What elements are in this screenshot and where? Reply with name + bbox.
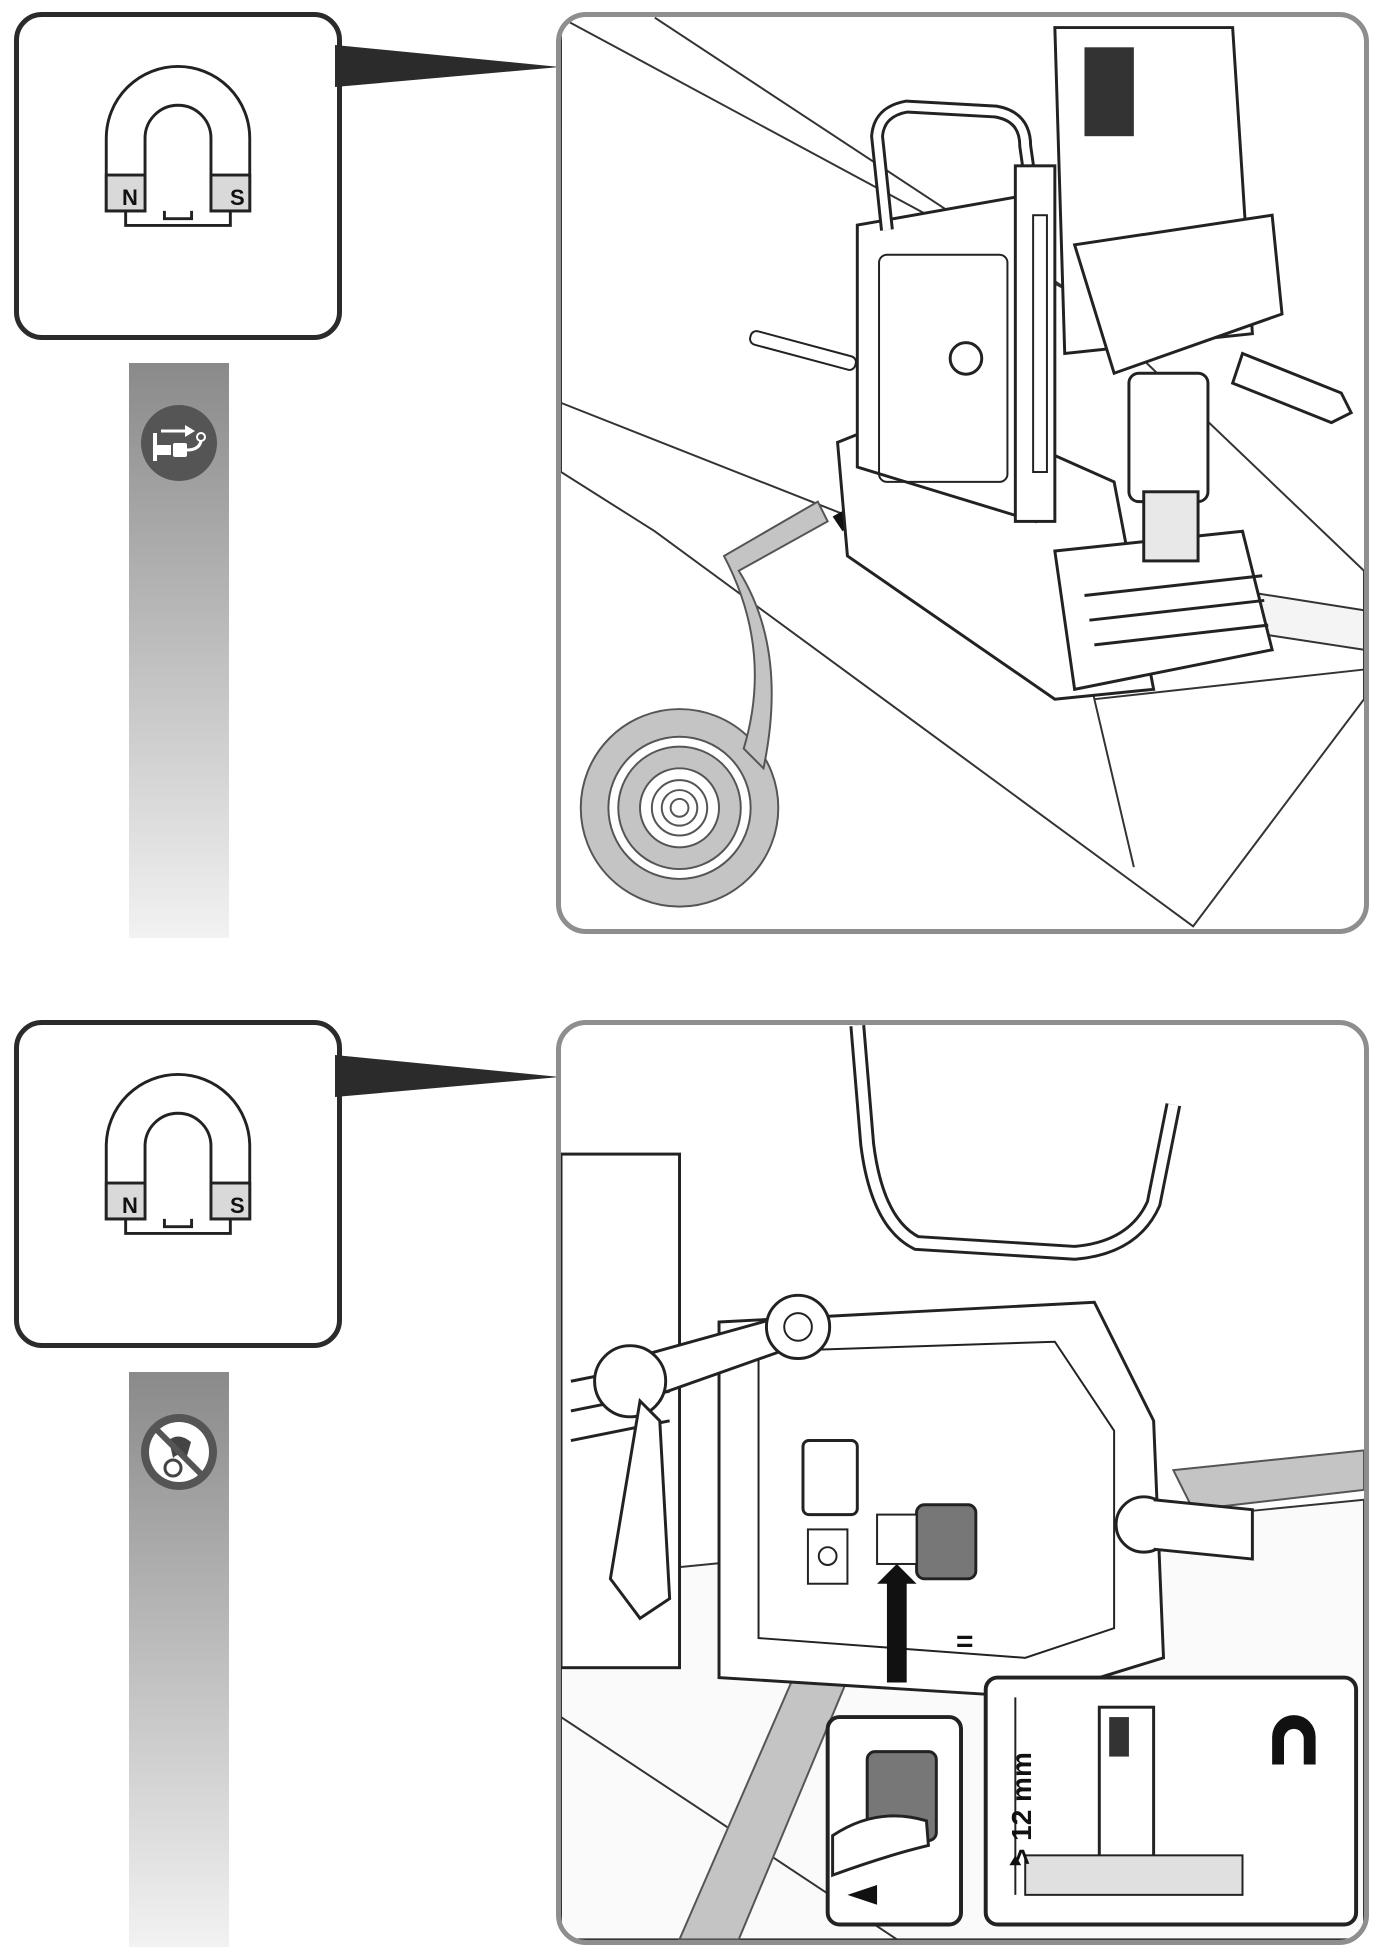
drill-strap-illustration bbox=[561, 17, 1364, 928]
magnet-switch-illustration bbox=[561, 1025, 1364, 1940]
magnet-symbol-box-2: N S bbox=[14, 1020, 342, 1348]
magnet-icon bbox=[104, 1072, 252, 1235]
pole-north-label: N bbox=[122, 1193, 138, 1218]
callout-pointer-2 bbox=[335, 1055, 560, 1097]
pole-north-label: N bbox=[122, 185, 138, 210]
callout-pointer-1 bbox=[335, 45, 560, 87]
pole-south-label: S bbox=[230, 185, 245, 210]
thickness-label: > 12 mm bbox=[1006, 1752, 1037, 1865]
no-hand-contact-icon bbox=[139, 1412, 219, 1492]
unplug-power-icon bbox=[139, 403, 219, 483]
illustration-panel-1 bbox=[556, 12, 1369, 934]
illustration-panel-2: = > 12 mm I bbox=[556, 1020, 1369, 1945]
switch-label: I bbox=[893, 1513, 901, 1543]
magnet-icon bbox=[104, 64, 252, 227]
equals-sign: = bbox=[956, 1625, 974, 1658]
magnet-symbol-box-1: N S bbox=[14, 12, 342, 340]
pole-south-label: S bbox=[230, 1193, 245, 1218]
